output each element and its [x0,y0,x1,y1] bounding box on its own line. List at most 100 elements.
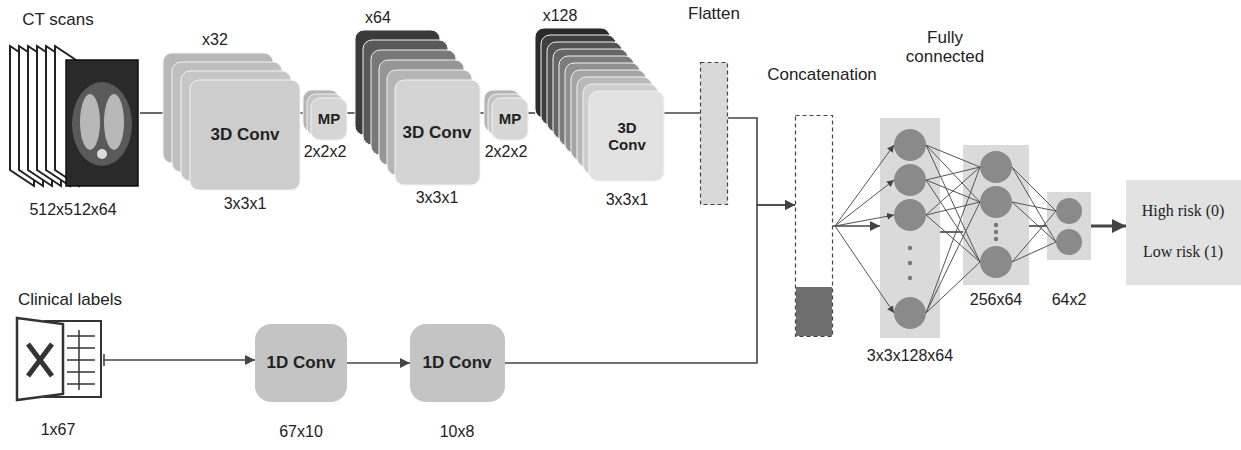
neuron-connection [926,262,980,313]
neuron-connection [835,145,894,226]
connector [833,225,880,227]
feature-map-card [395,80,480,185]
neuron-connection [926,145,980,262]
conv3d-block-shape [355,30,480,185]
conv1d-block: 1D Conv10x8 [410,324,505,402]
connector [347,362,410,364]
layer-title: Concatenation [767,66,877,85]
connector [1091,225,1126,228]
kernel-size: 3x3x1 [606,191,649,209]
neuron-connection [1012,242,1056,262]
vector-outline [796,116,833,337]
neuron-connection [926,167,980,180]
layer-name: 3D Conv [601,120,653,153]
neuron-connection [926,167,980,215]
neuron [1056,198,1082,224]
layer-name: 1D Conv [423,354,492,373]
neuron [894,129,926,161]
neuron-connection [926,167,980,313]
filter-count: x64 [365,9,391,27]
neuron [980,151,1012,183]
maxpool-block: MP2x2x2 [303,90,347,140]
output-box: High risk (0) Low risk (1) [1126,180,1241,285]
sheet-gridline [67,335,95,337]
output-box-shape [1126,180,1241,285]
connector [505,205,795,363]
class-label: High risk (0) [1142,202,1225,220]
weight-shape: 3x3x128x64 [867,347,953,365]
dimension-label: 512x512x64 [29,201,116,219]
ellipsis-dot [994,230,998,234]
flatten-vector-shape [700,62,728,205]
filter-count: x32 [202,31,228,49]
neuron-connection [926,145,980,167]
connector [1029,225,1047,227]
ellipsis-dot [908,261,912,265]
neuron-connection [835,180,894,226]
layer-name: 3D Conv [211,126,280,145]
ct-lung [80,94,100,150]
neuron-connection [1012,167,1056,242]
connector [140,112,163,114]
feature-map-card [311,98,347,140]
neuron [894,164,926,196]
neuron-connection [926,145,980,202]
clinical-segment [796,287,832,336]
kernel-size: 3x3x1 [224,195,267,213]
ct-lung [104,94,124,150]
neuron-connection [926,202,980,313]
weight-shape: 64x2 [1052,291,1087,309]
connector [940,231,963,233]
feature-map-card [589,91,664,181]
dense-layer: 3x3x128x64 [880,118,940,338]
connector [347,112,355,114]
input-title: Clinical labels [18,291,122,310]
ct-scan-stack: CT scans512x512x64 [8,40,140,190]
kernel-size: 10x8 [440,423,475,441]
ellipsis-dot [908,246,912,250]
neuron-connection [1012,167,1056,211]
maxpool-block: MP2x2x2 [484,90,528,140]
feature-map-card [492,98,528,140]
layer-title: Flatten [688,5,740,24]
sheet-gridline [67,371,95,373]
layer-band [880,118,940,338]
sheet-gridline [78,330,80,390]
neuron-connection [835,226,894,313]
neuron-connection [926,180,980,262]
weight-shape: 256x64 [970,291,1023,309]
neuron [894,297,926,329]
ct-body [72,82,132,166]
input-title: CT scans [22,11,94,30]
conv3d-block: x1283D Conv3x3x1 [535,28,664,181]
input-tick [103,354,105,366]
layer-name: MP [318,111,341,128]
spreadsheet-icon: Clinical labels1x67 [15,318,103,400]
section-heading: Fully connected [899,29,991,66]
ct-spine [97,149,107,159]
dense-layer-shape [963,145,1029,285]
neuron-connection [926,215,980,262]
sheet-gridline [67,359,95,361]
neuron [1056,229,1082,255]
conv1d-shape [255,324,347,402]
dense-layer: 64x2 [1047,192,1091,260]
dense-layer: 256x64 [963,145,1029,285]
spreadsheet-icon-shape [15,318,103,400]
class-label: Low risk (1) [1143,243,1223,261]
neuron-connection [1012,211,1056,262]
pool-size: 2x2x2 [304,143,347,161]
concatenation-vector: Concatenation [795,115,833,337]
dense-layer-shape [880,118,940,338]
ct-image [66,60,138,186]
neuron-connection [835,215,894,226]
conv3d-block-shape [535,28,664,181]
kernel-size: 3x3x1 [416,189,459,207]
neuron-connection [1012,202,1056,242]
connector [103,359,255,361]
ct-scan-stack-shape [8,40,140,190]
conv3d-block: x323D Conv3x3x1 [163,52,300,190]
